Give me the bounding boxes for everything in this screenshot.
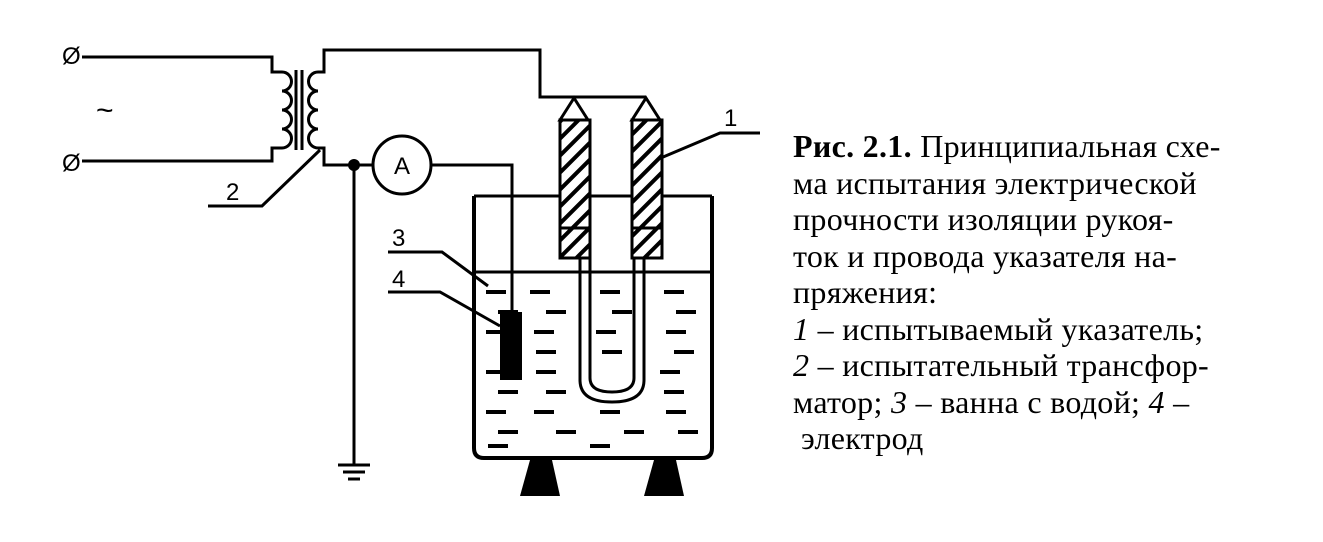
- caption-line-1: Рис. 2.1. Принципиальная схе-: [793, 128, 1313, 165]
- caption-title: Рис. 2.1.: [793, 128, 912, 164]
- legend-item-1: 1 – испытываемый указатель;: [793, 311, 1313, 348]
- junction-dot: [348, 159, 360, 171]
- ammeter: [371, 134, 433, 196]
- water-bath: [472, 194, 714, 496]
- legend-num-2: 2: [793, 347, 810, 383]
- bath-foot-left: [520, 460, 560, 496]
- legend-text-1: – испытываемый указатель;: [817, 310, 1204, 347]
- test-circuit-diagram: Ø Ø ~ А 2 1 3: [62, 43, 760, 496]
- label-3: 3: [392, 225, 405, 252]
- label-4: 4: [392, 266, 405, 293]
- input-terminal-top: Ø: [62, 43, 81, 70]
- caption-line-5: пряжения:: [793, 274, 938, 310]
- caption-text-1: Принципиальная схе-: [920, 128, 1221, 164]
- ammeter-label: А: [394, 153, 410, 180]
- ac-source-symbol: ~: [96, 94, 114, 127]
- legend-dash-4: –: [1173, 383, 1190, 420]
- electrode: [500, 312, 522, 380]
- legend-item-4: электрод: [801, 420, 924, 456]
- caption-line-3: прочности изоляции рукоя-: [793, 201, 1174, 237]
- legend-text-3: – ванна с водой;: [915, 383, 1149, 420]
- legend-text-2b: матор;: [793, 383, 891, 420]
- voltage-indicator: [557, 95, 664, 404]
- legend-num-3: 3: [890, 383, 908, 420]
- caption-line-4: ток и провода указателя на-: [793, 237, 1178, 274]
- label-2: 2: [226, 179, 239, 206]
- legend-num-4: 4: [1148, 383, 1165, 420]
- figure-caption: Рис. 2.1. Принципиальная схе- ма испытан…: [793, 128, 1313, 457]
- legend-item-2: 2 – испытательный трансфор-: [793, 347, 1313, 384]
- legend-item-3: матор; 3 – ванна с водой; 4 –: [793, 384, 1313, 421]
- caption-line-2: ма испытания электрической: [793, 164, 1197, 201]
- bath-foot-right: [644, 460, 684, 496]
- label-1: 1: [724, 105, 737, 132]
- legend-num-1: 1: [793, 310, 810, 347]
- wires: [82, 48, 760, 481]
- input-terminal-bottom: Ø: [62, 150, 81, 177]
- legend-text-2: – испытательный трансфор-: [817, 347, 1210, 383]
